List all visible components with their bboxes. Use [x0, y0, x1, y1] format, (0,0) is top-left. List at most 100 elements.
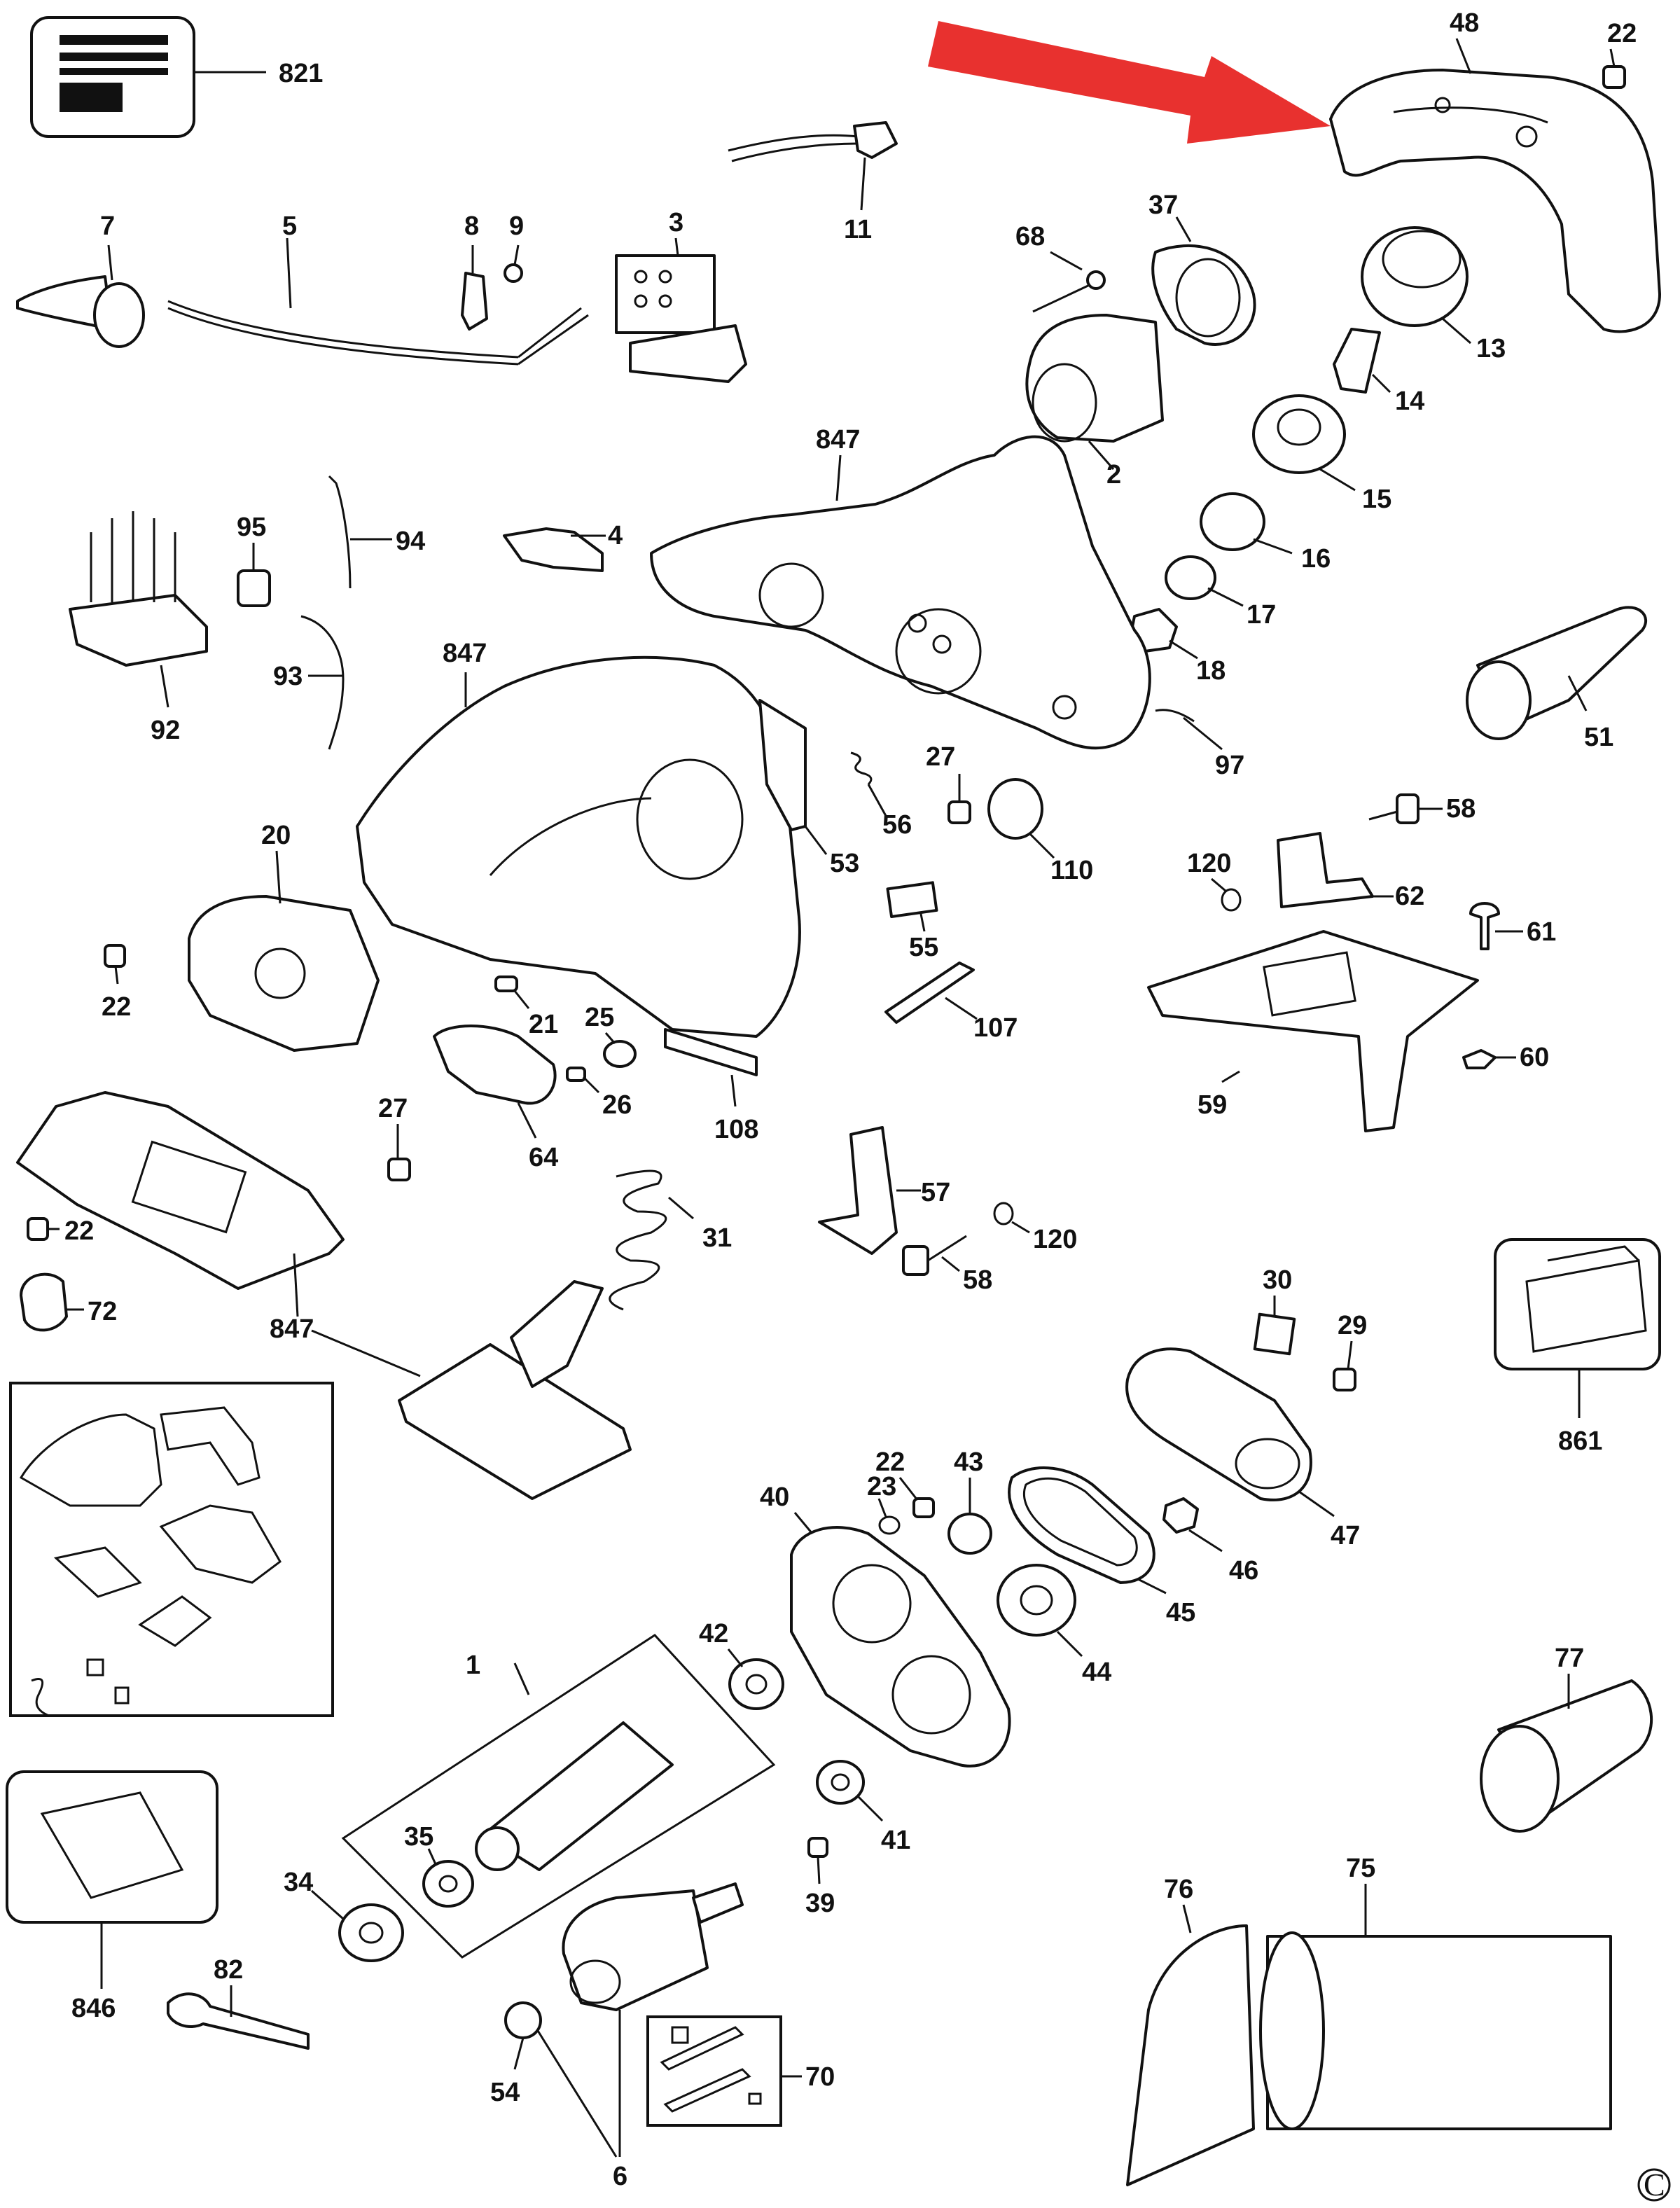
label-95: 95 — [237, 513, 266, 542]
label-40: 40 — [760, 1483, 789, 1512]
part-41-bearing — [816, 1760, 884, 1822]
label-47: 47 — [1331, 1521, 1360, 1550]
label-4: 4 — [608, 521, 623, 550]
label-1: 1 — [466, 1651, 480, 1680]
part-76-elbow — [1126, 1904, 1255, 2186]
part-847-depth-plate — [311, 1280, 632, 1500]
part-94-wire — [328, 475, 392, 589]
part-75-dust-container — [1259, 1884, 1612, 2130]
label-110: 110 — [1050, 856, 1093, 885]
label-3: 3 — [669, 208, 683, 237]
copyright-mark: C — [1644, 2167, 1665, 2202]
label-26: 26 — [602, 1090, 632, 1120]
part-56-spring — [850, 751, 887, 817]
label-62: 62 — [1395, 882, 1424, 911]
label-5: 5 — [282, 211, 297, 241]
part-7-cord-guard — [16, 244, 145, 348]
label-77: 77 — [1555, 1644, 1584, 1673]
part-47-belt-cover — [1125, 1347, 1335, 1518]
label-847-a: 847 — [816, 425, 860, 454]
part-110-bushing — [987, 778, 1055, 859]
label-16: 16 — [1301, 544, 1331, 574]
label-17: 17 — [1247, 600, 1276, 630]
label-21: 21 — [529, 1010, 558, 1039]
label-51: 51 — [1584, 723, 1613, 752]
label-108: 108 — [714, 1115, 758, 1144]
label-107: 107 — [973, 1013, 1018, 1043]
part-821-label-plate — [30, 16, 266, 138]
label-23: 23 — [867, 1472, 896, 1501]
part-2-field — [1025, 314, 1164, 470]
part-9-screw — [504, 244, 523, 283]
label-53: 53 — [830, 849, 859, 878]
label-11: 11 — [844, 215, 872, 244]
label-120-a: 120 — [1187, 849, 1231, 878]
label-30: 30 — [1263, 1265, 1292, 1295]
part-62-bracket — [1277, 832, 1394, 908]
part-70-brush-kit — [646, 2015, 802, 2127]
part-1-armature — [341, 1634, 776, 1959]
label-58-b: 58 — [963, 1265, 992, 1295]
part-59-parallel-fence — [1147, 930, 1479, 1132]
part-847-inset-box — [9, 1382, 334, 1717]
part-58-knob — [902, 1235, 967, 1276]
part-34-bearing — [311, 1889, 404, 1962]
part-40-gearbox — [790, 1512, 1011, 1768]
label-61: 61 — [1527, 917, 1556, 947]
part-31-spring — [609, 1169, 694, 1311]
part-13-knob — [1361, 226, 1471, 345]
part-35-bearing — [422, 1848, 474, 1908]
part-92-terminal-block — [69, 511, 208, 708]
part-51-dust-chute — [1466, 606, 1647, 740]
part-22-screw — [898, 1477, 935, 1518]
part-53-lever — [758, 699, 828, 855]
label-39: 39 — [805, 1889, 835, 1918]
part-27-screw — [947, 774, 971, 824]
label-75: 75 — [1346, 1854, 1375, 1883]
label-45: 45 — [1166, 1598, 1195, 1627]
part-55-plate — [886, 881, 938, 932]
part-57-depth-scale — [818, 1126, 921, 1255]
part-39-screw — [807, 1837, 828, 1884]
part-45-belt — [1008, 1466, 1167, 1595]
part-107-bar — [884, 961, 978, 1024]
label-68: 68 — [1015, 222, 1045, 251]
part-861-case — [1494, 1238, 1661, 1418]
label-56: 56 — [882, 810, 912, 840]
part-17-washer — [1165, 555, 1244, 607]
part-30-label — [1253, 1296, 1296, 1356]
label-70: 70 — [805, 2062, 835, 2092]
part-26-pin — [566, 1067, 600, 1094]
label-861: 861 — [1558, 1426, 1602, 1456]
label-72: 72 — [88, 1297, 117, 1326]
label-22-c: 22 — [64, 1216, 94, 1246]
part-95-clip — [237, 543, 271, 607]
part-29-screw — [1333, 1340, 1356, 1391]
part-16-cap — [1200, 492, 1293, 555]
label-22: 22 — [1607, 19, 1637, 48]
part-46-nut — [1162, 1497, 1223, 1553]
label-846: 846 — [71, 1994, 116, 2023]
label-92: 92 — [151, 716, 180, 745]
part-15-gear-housing — [1252, 394, 1356, 492]
part-54-nut — [504, 2001, 542, 2070]
part-93-wire — [300, 615, 345, 750]
part-8-clip — [461, 245, 488, 331]
part-42-bearing — [727, 1648, 784, 1710]
part-22-screw — [27, 1217, 60, 1241]
part-120-ring — [1211, 877, 1242, 912]
label-9: 9 — [509, 211, 524, 241]
part-82-spanner — [167, 1985, 310, 2050]
part-77-adapter — [1480, 1674, 1653, 1833]
label-58-a: 58 — [1446, 794, 1476, 824]
part-14-shaft — [1333, 328, 1391, 394]
part-847-blade-guard — [356, 655, 801, 1038]
part-6-field-housing — [534, 1882, 744, 2158]
part-72-knob — [20, 1272, 84, 1332]
part-23-washer — [877, 1498, 901, 1535]
part-120-ring — [993, 1202, 1030, 1234]
label-41: 41 — [881, 1826, 910, 1855]
part-37-baffle — [1151, 216, 1256, 346]
part-3-switch — [615, 237, 747, 383]
part-846-bag — [6, 1770, 218, 1989]
